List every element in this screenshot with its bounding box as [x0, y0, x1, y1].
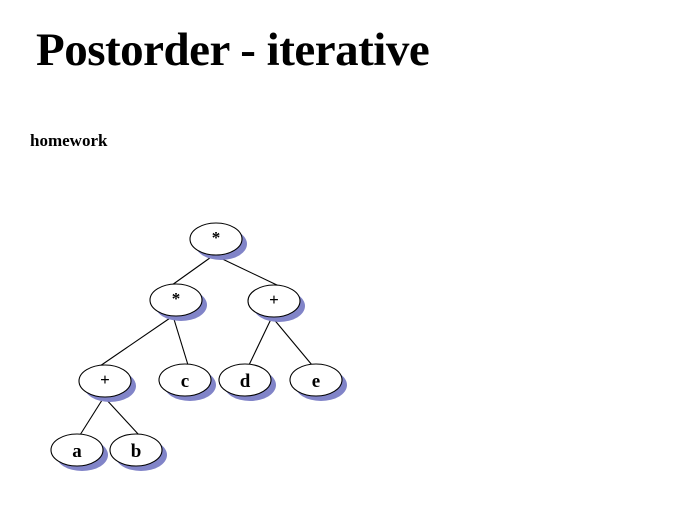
tree-node-ellipse [109, 433, 163, 467]
subtitle-text: homework [30, 131, 108, 150]
tree-node-label: e [312, 371, 320, 392]
tree-node-ellipse [50, 433, 104, 467]
tree-node-label: d [240, 371, 251, 392]
tree-edge [171, 254, 215, 286]
tree-node-label: a [72, 441, 82, 462]
tree-edge [99, 315, 174, 367]
tree-node-ellipse [158, 363, 212, 397]
tree-edge [213, 254, 280, 287]
tree-node-d[interactable]: d [218, 363, 272, 397]
tree-edges [79, 254, 313, 436]
tree-edge [248, 316, 273, 366]
tree-node-label: * [172, 289, 181, 308]
tree-edge [271, 316, 313, 366]
tree-node-e[interactable]: e [289, 363, 343, 397]
tree-node-mul[interactable]: * [149, 283, 203, 317]
tree-edge [103, 396, 140, 436]
tree-node-ellipse [218, 363, 272, 397]
tree-node-label: * [212, 228, 221, 247]
page-title: Postorder - iterative [36, 24, 430, 76]
tree-node-add[interactable]: + [247, 284, 301, 318]
tree-node-label: + [100, 370, 110, 389]
tree-node-b[interactable]: b [109, 433, 163, 467]
tree-node-ellipse [247, 284, 301, 318]
tree-node-add[interactable]: + [78, 364, 132, 398]
tree-node-mul[interactable]: * [189, 222, 243, 256]
tree-node-label: c [181, 371, 189, 392]
tree-node-ellipse [189, 222, 243, 256]
tree-node-a[interactable]: a [50, 433, 104, 467]
tree-edge [79, 396, 105, 436]
tree-node-c[interactable]: c [158, 363, 212, 397]
tree-node-label: + [269, 290, 279, 309]
tree-edge [172, 315, 189, 366]
tree-node-label: b [131, 441, 142, 462]
tree-node-ellipse [149, 283, 203, 317]
tree-nodes: * * + + c d e a b [50, 222, 343, 467]
tree-node-ellipse [78, 364, 132, 398]
tree-node-ellipse [289, 363, 343, 397]
